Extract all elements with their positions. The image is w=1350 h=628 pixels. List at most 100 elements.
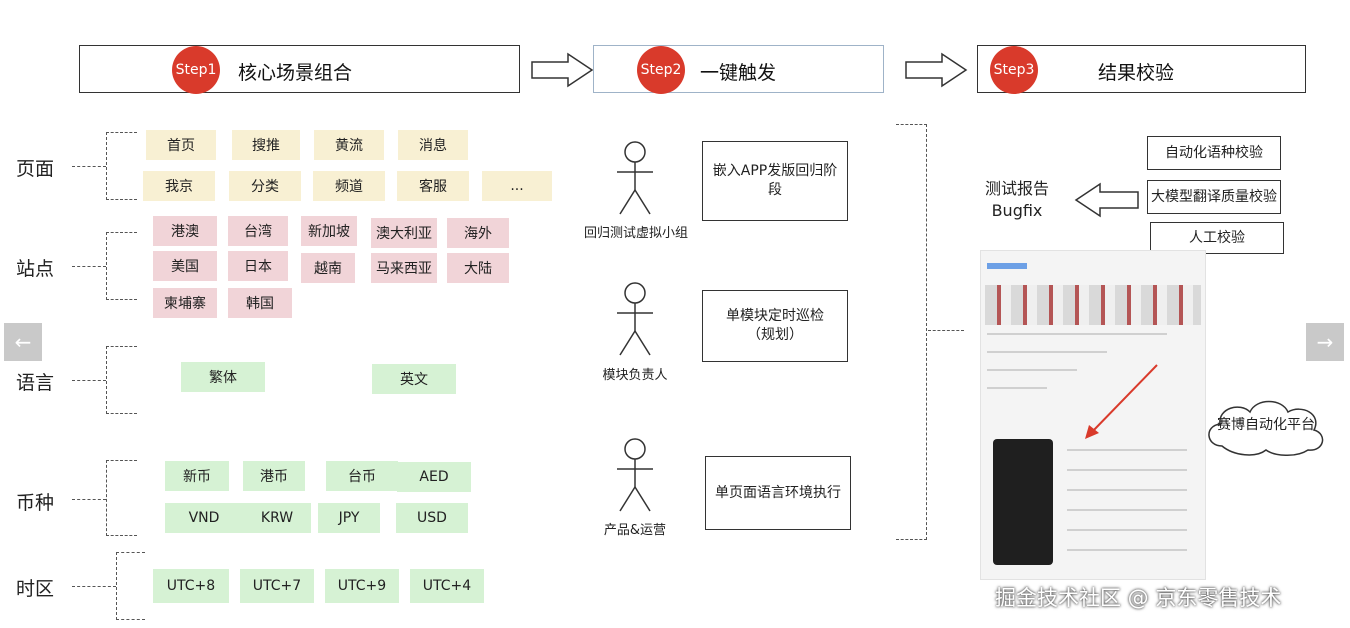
currency-tag-jpy: JPY [318, 503, 380, 533]
currency-tag-twd: 台币 [326, 461, 398, 491]
bracket-language [106, 346, 137, 414]
page-tag-message: 消息 [398, 130, 468, 160]
shot-line-2 [987, 351, 1107, 353]
actor-module-owner-label: 模块负责人 [602, 368, 668, 383]
shot-table-line-2 [1067, 469, 1187, 471]
actor-product-ops-icon [617, 438, 653, 512]
row-label-language: 语言 [16, 372, 55, 394]
bracket-site [106, 232, 137, 300]
currency-tag-hkd: 港币 [243, 461, 305, 491]
bracket-currency-stem [72, 499, 106, 500]
step1-badge: Step1 [172, 46, 220, 94]
watermark: 掘金技术社区 @ 京东零售技术 [995, 586, 1282, 610]
arrow-checks-to-report [1074, 182, 1139, 218]
site-tag-singapore: 新加坡 [301, 216, 357, 246]
trigger-page-line1: 单页面语言环境执行 [715, 484, 841, 501]
report-line2: Bugfix [991, 200, 1043, 220]
prev-button[interactable]: ← [4, 323, 42, 361]
bracket-language-stem [72, 380, 106, 381]
page-tag-category: 分类 [229, 171, 301, 201]
site-tag-japan: 日本 [228, 251, 288, 281]
currency-tag-sgd: 新币 [165, 461, 229, 491]
shot-line-1 [987, 333, 1167, 335]
trigger-module-box: 单模块定时巡检 （规划） [702, 290, 848, 362]
report-line1: 测试报告 [984, 179, 1049, 198]
language-tag-english: 英文 [372, 364, 456, 394]
bracket-page [106, 132, 137, 200]
platform-label: 赛博自动化平台 [1217, 417, 1315, 433]
check-auto-language: 自动化语种校验 [1147, 136, 1281, 170]
shot-red-arrow [1085, 364, 1158, 439]
report-title: 测试报告 Bugfix [980, 178, 1054, 221]
step2-title: 一键触发 [700, 62, 777, 84]
shot-table-line-5 [1067, 529, 1187, 531]
platform-cloud [1208, 400, 1324, 456]
shot-table-line-1 [1067, 449, 1187, 451]
currency-tag-aed: AED [397, 462, 471, 492]
actor-regression-icon [617, 141, 653, 215]
currency-tag-usd: USD [396, 503, 468, 533]
step1-title: 核心场景组合 [238, 62, 353, 84]
trigger-regression-box: 嵌入APP发版回归阶段 [702, 141, 848, 221]
page-tag-more: ... [482, 171, 552, 201]
page-tag-channel: 频道 [313, 171, 385, 201]
step3-badge: Step3 [990, 46, 1038, 94]
row-label-page: 页面 [16, 158, 55, 180]
shot-line-3 [987, 369, 1077, 371]
actor-module-owner-icon [617, 282, 653, 356]
shot-header-bar [987, 263, 1027, 269]
currency-tag-vnd: VND [165, 503, 243, 533]
shot-table-line-3 [1067, 489, 1187, 491]
trigger-page-box: 单页面语言环境执行 [705, 456, 851, 530]
actor-product-ops-label: 产品&运营 [603, 523, 667, 538]
site-tag-korea: 韩国 [228, 288, 292, 318]
page-tag-myjd: 我京 [143, 171, 215, 201]
timezone-tag-utc9: UTC+9 [325, 569, 399, 603]
arrow-step2-step3 [905, 52, 968, 88]
site-tag-overseas: 海外 [447, 218, 509, 248]
page-tag-service: 客服 [397, 171, 469, 201]
check-manual: 人工校验 [1150, 222, 1284, 254]
page-tag-search: 搜推 [232, 130, 300, 160]
report-screenshot [980, 250, 1206, 580]
check-llm-translation: 大模型翻译质量校验 [1147, 180, 1281, 214]
shot-line-4 [987, 387, 1047, 389]
site-tag-usa: 美国 [153, 251, 217, 281]
site-tag-malaysia: 马来西亚 [371, 253, 437, 283]
timezone-tag-utc7: UTC+7 [240, 569, 314, 603]
site-tag-taiwan: 台湾 [228, 216, 288, 246]
page-tag-yellowflow: 黄流 [314, 130, 384, 160]
timezone-tag-utc8: UTC+8 [153, 569, 229, 603]
row-label-currency: 币种 [16, 492, 55, 514]
next-button[interactable]: → [1306, 323, 1344, 361]
shot-phone [993, 439, 1053, 565]
site-tag-hkmo: 港澳 [153, 216, 217, 246]
page-tag-home: 首页 [146, 130, 216, 160]
shot-table-line-6 [1067, 549, 1187, 551]
bracket-timezone-stem [72, 586, 116, 587]
shot-table-line-4 [1067, 509, 1187, 511]
row-label-site: 站点 [16, 258, 55, 280]
timezone-tag-utc4: UTC+4 [410, 569, 484, 603]
row-label-timezone: 时区 [16, 578, 55, 600]
currency-tag-krw: KRW [243, 503, 311, 533]
site-tag-cambodia: 柬埔寨 [153, 288, 217, 318]
trigger-regression-line2: 段 [768, 182, 782, 198]
step2-badge: Step2 [637, 46, 685, 94]
bracket-step2 [896, 124, 927, 540]
site-tag-mainland: 大陆 [447, 253, 509, 283]
trigger-module-line2: （规划） [747, 327, 803, 343]
step3-title: 结果校验 [1098, 62, 1175, 84]
arrow-step1-step2 [531, 52, 594, 88]
bracket-step2-stem [928, 330, 964, 331]
step1-box [79, 45, 520, 93]
bracket-timezone [116, 552, 145, 620]
bracket-page-stem [72, 166, 106, 167]
bracket-site-stem [72, 266, 106, 267]
trigger-module-line1: 单模块定时巡检 [726, 308, 824, 325]
shot-thumbnail-strip [985, 285, 1201, 325]
site-tag-vietnam: 越南 [301, 253, 355, 283]
actor-regression-label: 回归测试虚拟小组 [583, 226, 688, 241]
bracket-currency [106, 460, 137, 536]
trigger-regression-line1: 嵌入APP发版回归阶 [712, 163, 838, 180]
